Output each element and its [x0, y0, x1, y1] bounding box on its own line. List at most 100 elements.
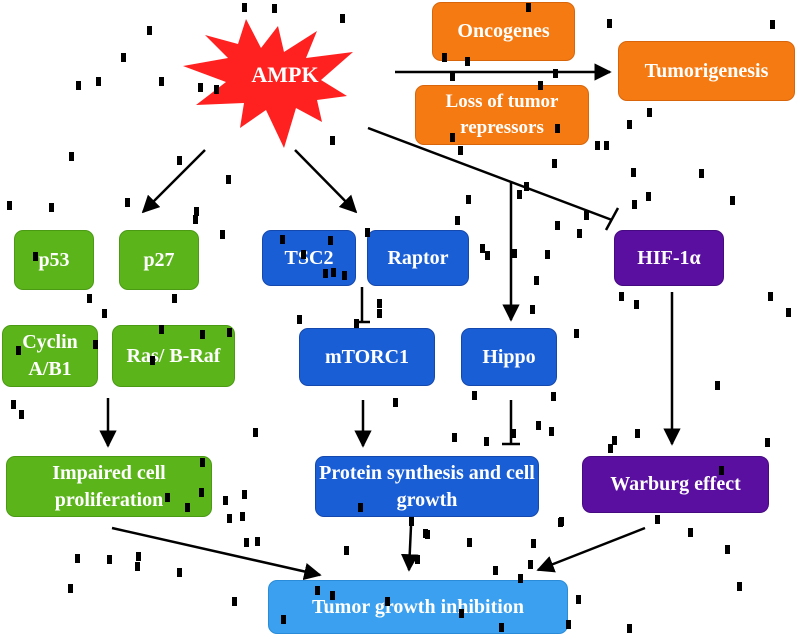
speckle [365, 228, 370, 237]
speckle [576, 595, 581, 604]
speckle [87, 294, 92, 303]
node-tumor-growth-inhibition: Tumor growth inhibition [268, 580, 568, 634]
node-p27: p27 [119, 230, 199, 290]
speckle [340, 14, 345, 23]
speckle [223, 496, 228, 505]
speckle [301, 250, 306, 259]
speckle [551, 392, 556, 401]
node-p53: p53 [14, 230, 94, 290]
speckle [272, 4, 277, 13]
speckle [635, 429, 640, 438]
node-cyclin: Cyclin A/B1 [2, 325, 98, 387]
speckle [627, 120, 632, 129]
speckle [159, 77, 164, 86]
speckle [255, 537, 260, 546]
speckle [342, 271, 347, 280]
node-tsc2: TSC2 [262, 230, 356, 286]
speckle [499, 623, 504, 632]
speckle [136, 552, 141, 561]
speckle [518, 574, 523, 583]
edge-protein-tumor [400, 525, 419, 572]
speckle [493, 566, 498, 575]
speckle [452, 433, 457, 442]
speckle [330, 591, 335, 600]
speckle [19, 410, 24, 419]
speckle [480, 244, 485, 253]
speckle [549, 427, 554, 436]
speckle [725, 545, 730, 554]
speckle [297, 315, 302, 324]
node-loss-tumor-repressors: Loss of tumor repressors [415, 85, 589, 145]
speckle [526, 3, 531, 12]
speckle [770, 20, 775, 29]
speckle [242, 3, 247, 12]
speckle [450, 72, 455, 81]
speckle [328, 236, 333, 245]
edge-ampk-p27 [141, 149, 206, 214]
speckle [534, 276, 539, 285]
speckle [11, 400, 16, 409]
speckle [552, 159, 557, 168]
speckle [68, 584, 73, 593]
speckle [604, 141, 609, 150]
speckle [608, 444, 613, 453]
speckle [553, 69, 558, 78]
edge-ampk-hif1a [367, 126, 613, 222]
speckle [377, 309, 382, 318]
speckle [442, 53, 447, 62]
speckle [528, 560, 533, 569]
speckle [484, 437, 489, 446]
node-raptor: Raptor [367, 230, 469, 286]
edge-ampk-hif1a-bar [604, 207, 620, 231]
speckle [646, 192, 651, 201]
speckle [172, 294, 177, 303]
speckle [354, 319, 359, 328]
speckle [93, 340, 98, 349]
speckle [96, 77, 101, 86]
node-oncogenes: Oncogenes [432, 2, 575, 61]
speckle [768, 292, 773, 301]
speckle [631, 168, 636, 177]
speckle [607, 19, 612, 28]
speckle [545, 250, 550, 259]
speckle [16, 346, 21, 355]
speckle [165, 493, 170, 502]
speckle [619, 292, 624, 301]
speckle [358, 503, 363, 512]
speckle [220, 230, 225, 239]
speckle [194, 207, 199, 216]
speckle [425, 530, 430, 539]
node-tumorigenesis: Tumorigenesis [618, 41, 795, 101]
speckle [655, 515, 660, 524]
node-hif1a: HIF-1α [614, 230, 724, 286]
speckle [450, 133, 455, 142]
speckle [147, 26, 152, 35]
node-hippo: Hippo [461, 328, 557, 386]
speckle [227, 328, 232, 337]
speckle [485, 251, 490, 260]
speckle [227, 514, 232, 523]
speckle [577, 229, 582, 238]
speckle [584, 211, 589, 220]
speckle [200, 330, 205, 339]
speckle [465, 57, 470, 66]
edge-ampk-tsc2 [294, 149, 358, 214]
speckle [555, 221, 560, 230]
speckle [512, 249, 517, 258]
speckle [7, 201, 12, 210]
speckle [524, 182, 529, 191]
speckle [730, 196, 735, 205]
speckle [193, 215, 198, 224]
speckle [530, 305, 535, 314]
speckle [632, 200, 637, 209]
speckle [719, 466, 724, 475]
speckle [315, 586, 320, 595]
speckle [280, 235, 285, 244]
speckle [466, 195, 471, 204]
speckle [409, 517, 414, 526]
speckle [559, 517, 564, 526]
speckle [244, 538, 249, 547]
speckle [125, 198, 130, 207]
speckle [612, 436, 617, 445]
